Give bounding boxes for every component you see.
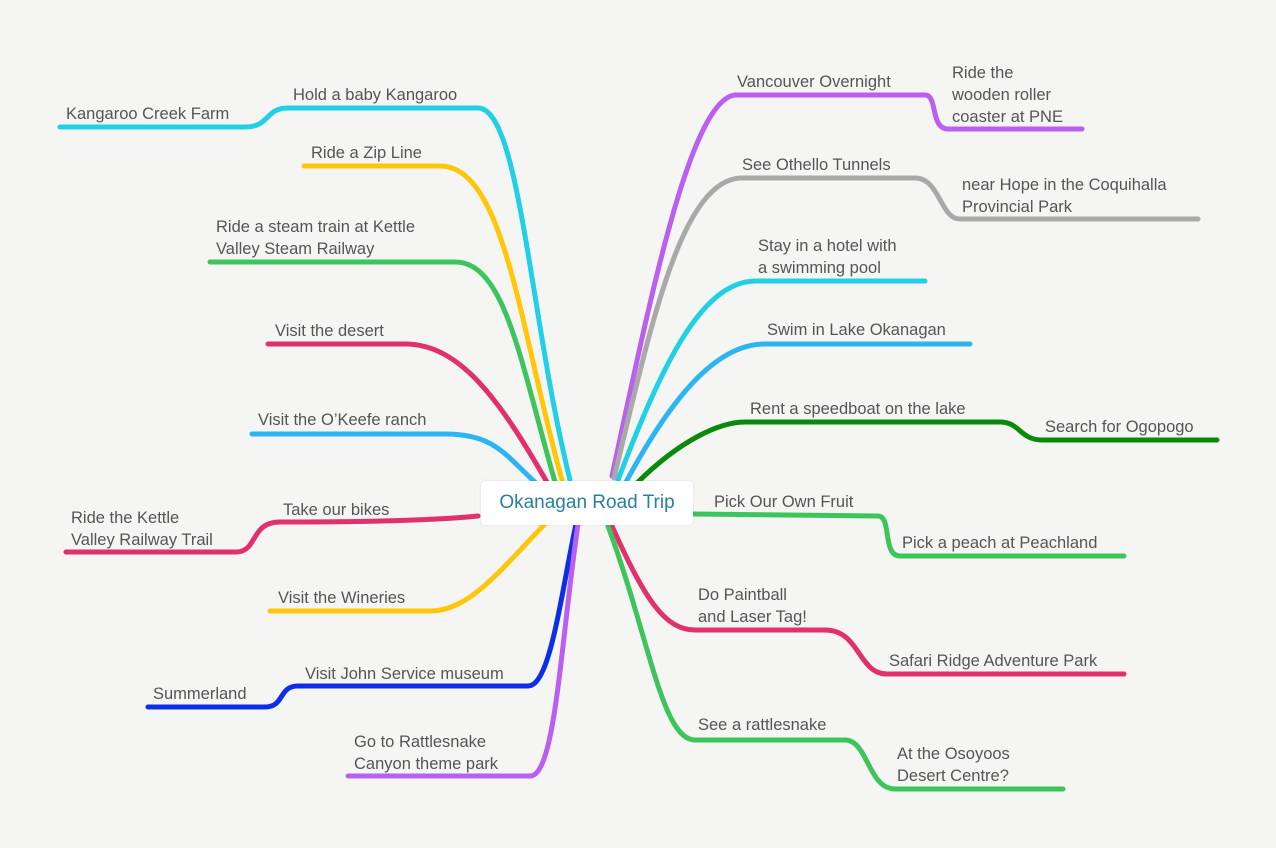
- connector-take-bikes: [277, 513, 481, 525]
- topic-rattlesnake-canyon[interactable]: Go to Rattlesnake Canyon theme park: [354, 733, 498, 773]
- connector-rattlesnake: [605, 523, 848, 743]
- connector-vancouver-overnight: [609, 92, 928, 479]
- topic-steam-train[interactable]: Ride a steam train at Kettle Valley Stea…: [216, 218, 416, 258]
- subtopic-search-ogopogo[interactable]: Search for Ogopogo: [1045, 418, 1194, 436]
- central-topic[interactable]: Okanagan Road Trip: [481, 481, 693, 525]
- subtopic-coquihalla-park[interactable]: near Hope in the Coquihalla Provincial P…: [962, 176, 1167, 216]
- connector-pick-fruit: [690, 511, 881, 519]
- connector-rent-speedboat: [633, 419, 1003, 487]
- topic-john-service-museum[interactable]: Visit John Service museum: [305, 665, 504, 683]
- topic-take-our-bikes[interactable]: Take our bikes: [283, 501, 390, 519]
- connector-osoyoos: [842, 737, 1066, 792]
- topic-pick-our-own-fruit[interactable]: Pick Our Own Fruit: [714, 493, 854, 511]
- connector-visit-desert: [265, 341, 551, 487]
- subtopic-safari-ridge[interactable]: Safari Ridge Adventure Park: [889, 652, 1098, 670]
- subtopic-peach-peachland[interactable]: Pick a peach at Peachland: [902, 534, 1098, 552]
- connector-othello-tunnels: [611, 175, 918, 481]
- connector-john-service: [295, 521, 579, 689]
- subtopic-wooden-roller-coaster[interactable]: Ride the wooden roller coaster at PNE: [952, 64, 1063, 126]
- topic-see-a-rattlesnake[interactable]: See a rattlesnake: [698, 716, 827, 734]
- topic-rent-speedboat[interactable]: Rent a speedboat on the lake: [750, 400, 966, 418]
- connector-steam-train: [207, 259, 558, 485]
- connector-swim-lake: [623, 341, 973, 485]
- connector-safari-ridge: [822, 627, 1127, 677]
- connector-hotel-pool: [615, 278, 928, 483]
- topic-paintball-laser-tag[interactable]: Do Paintball and Laser Tag!: [698, 586, 807, 626]
- connector-roller-coaster: [922, 92, 1085, 132]
- connector-paintball: [609, 523, 828, 633]
- connector-summerland: [145, 683, 301, 710]
- topic-hotel-swimming-pool[interactable]: Stay in a hotel with a swimming pool: [758, 237, 897, 277]
- connector-rattlesnake-canyon: [345, 521, 581, 779]
- connector-wineries: [267, 521, 548, 614]
- connector-baby-kangaroo: [285, 105, 573, 483]
- connector-coquihalla: [912, 175, 1201, 222]
- topic-vancouver-overnight[interactable]: Vancouver Overnight: [737, 73, 891, 91]
- topic-swim-lake-okanagan[interactable]: Swim in Lake Okanagan: [767, 321, 946, 339]
- central-topic-label: Okanagan Road Trip: [499, 492, 675, 513]
- subtopic-kettle-valley-trail[interactable]: Ride the Kettle Valley Railway Trail: [71, 509, 213, 549]
- subtopic-kangaroo-creek-farm[interactable]: Kangaroo Creek Farm: [66, 105, 230, 123]
- subtopic-summerland[interactable]: Summerland: [153, 685, 247, 703]
- topic-see-othello-tunnels[interactable]: See Othello Tunnels: [742, 156, 891, 174]
- topic-visit-wineries[interactable]: Visit the Wineries: [278, 589, 406, 607]
- connector-ogopogo: [997, 419, 1220, 443]
- topic-ride-zip-line[interactable]: Ride a Zip Line: [311, 144, 422, 162]
- connector-kettle-trail: [63, 519, 283, 555]
- connector-okeefe-ranch: [249, 431, 541, 488]
- connector-peach: [875, 513, 1127, 559]
- connector-kangaroo-farm: [57, 105, 291, 130]
- topic-visit-desert[interactable]: Visit the desert: [275, 322, 384, 340]
- connector-zip-line: [301, 163, 565, 483]
- topic-okeefe-ranch[interactable]: Visit the O’Keefe ranch: [258, 411, 427, 429]
- topic-hold-baby-kangaroo[interactable]: Hold a baby Kangaroo: [293, 86, 458, 104]
- subtopic-osoyoos-desert-centre[interactable]: At the Osoyoos Desert Centre?: [897, 745, 1010, 785]
